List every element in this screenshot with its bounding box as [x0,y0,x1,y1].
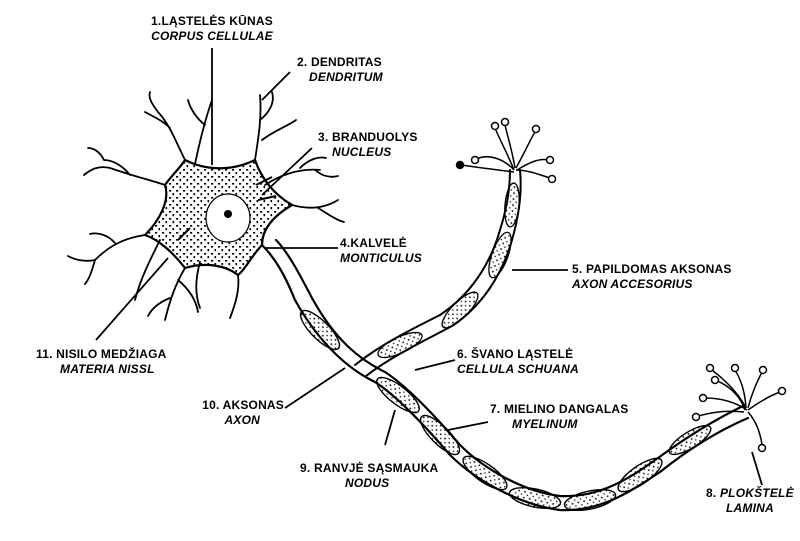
label-myelinum: 7. MIELINO DANGALAS MYELINUM [490,402,629,431]
leader-axon [284,367,346,409]
label-nissl: 11. NISILO MEDŽIAGA MATERIA NISSL [36,347,167,376]
label-axon: 10. AKSONAS AXON [202,398,284,427]
leader-nissl [95,257,169,341]
label-monticulus: 4.KALVELĖ MONTICULUS [340,236,422,265]
leader-lamina [751,451,763,486]
label-corpus: 1.LĄSTELĖS KŪNAS CORPUS CELLULAE [151,14,273,43]
leader-nucleus [261,147,313,196]
label-lamina: 8. PLOKŠTELĖ LAMINA [706,486,794,515]
leader-dendritum [261,71,291,101]
label-nodus: 9. RANVJĖ SĄSMAUKA NODUS [300,461,439,490]
leader-nodus [384,409,396,446]
nucleolus [224,210,232,218]
label-dendritum: 2. DENDRITAS DENDRITUM [297,55,383,84]
leader-schuana [414,359,456,371]
leader-lines [95,48,763,486]
leader-myelinum [447,421,489,431]
terminal-upper [455,117,557,184]
terminal-lower [691,363,787,453]
label-schuana: 6. ŠVANO LĄSTELĖ CELLULA SCHUANA [457,347,579,376]
collateral-axon [354,169,522,377]
dendrites [67,91,345,321]
label-nucleus: 3. BRANDUOLYS NUCLEUS [318,130,418,159]
axon [260,238,750,512]
label-accesorius: 5. PAPILDOMAS AKSONAS AXON ACCESORIUS [572,262,732,291]
